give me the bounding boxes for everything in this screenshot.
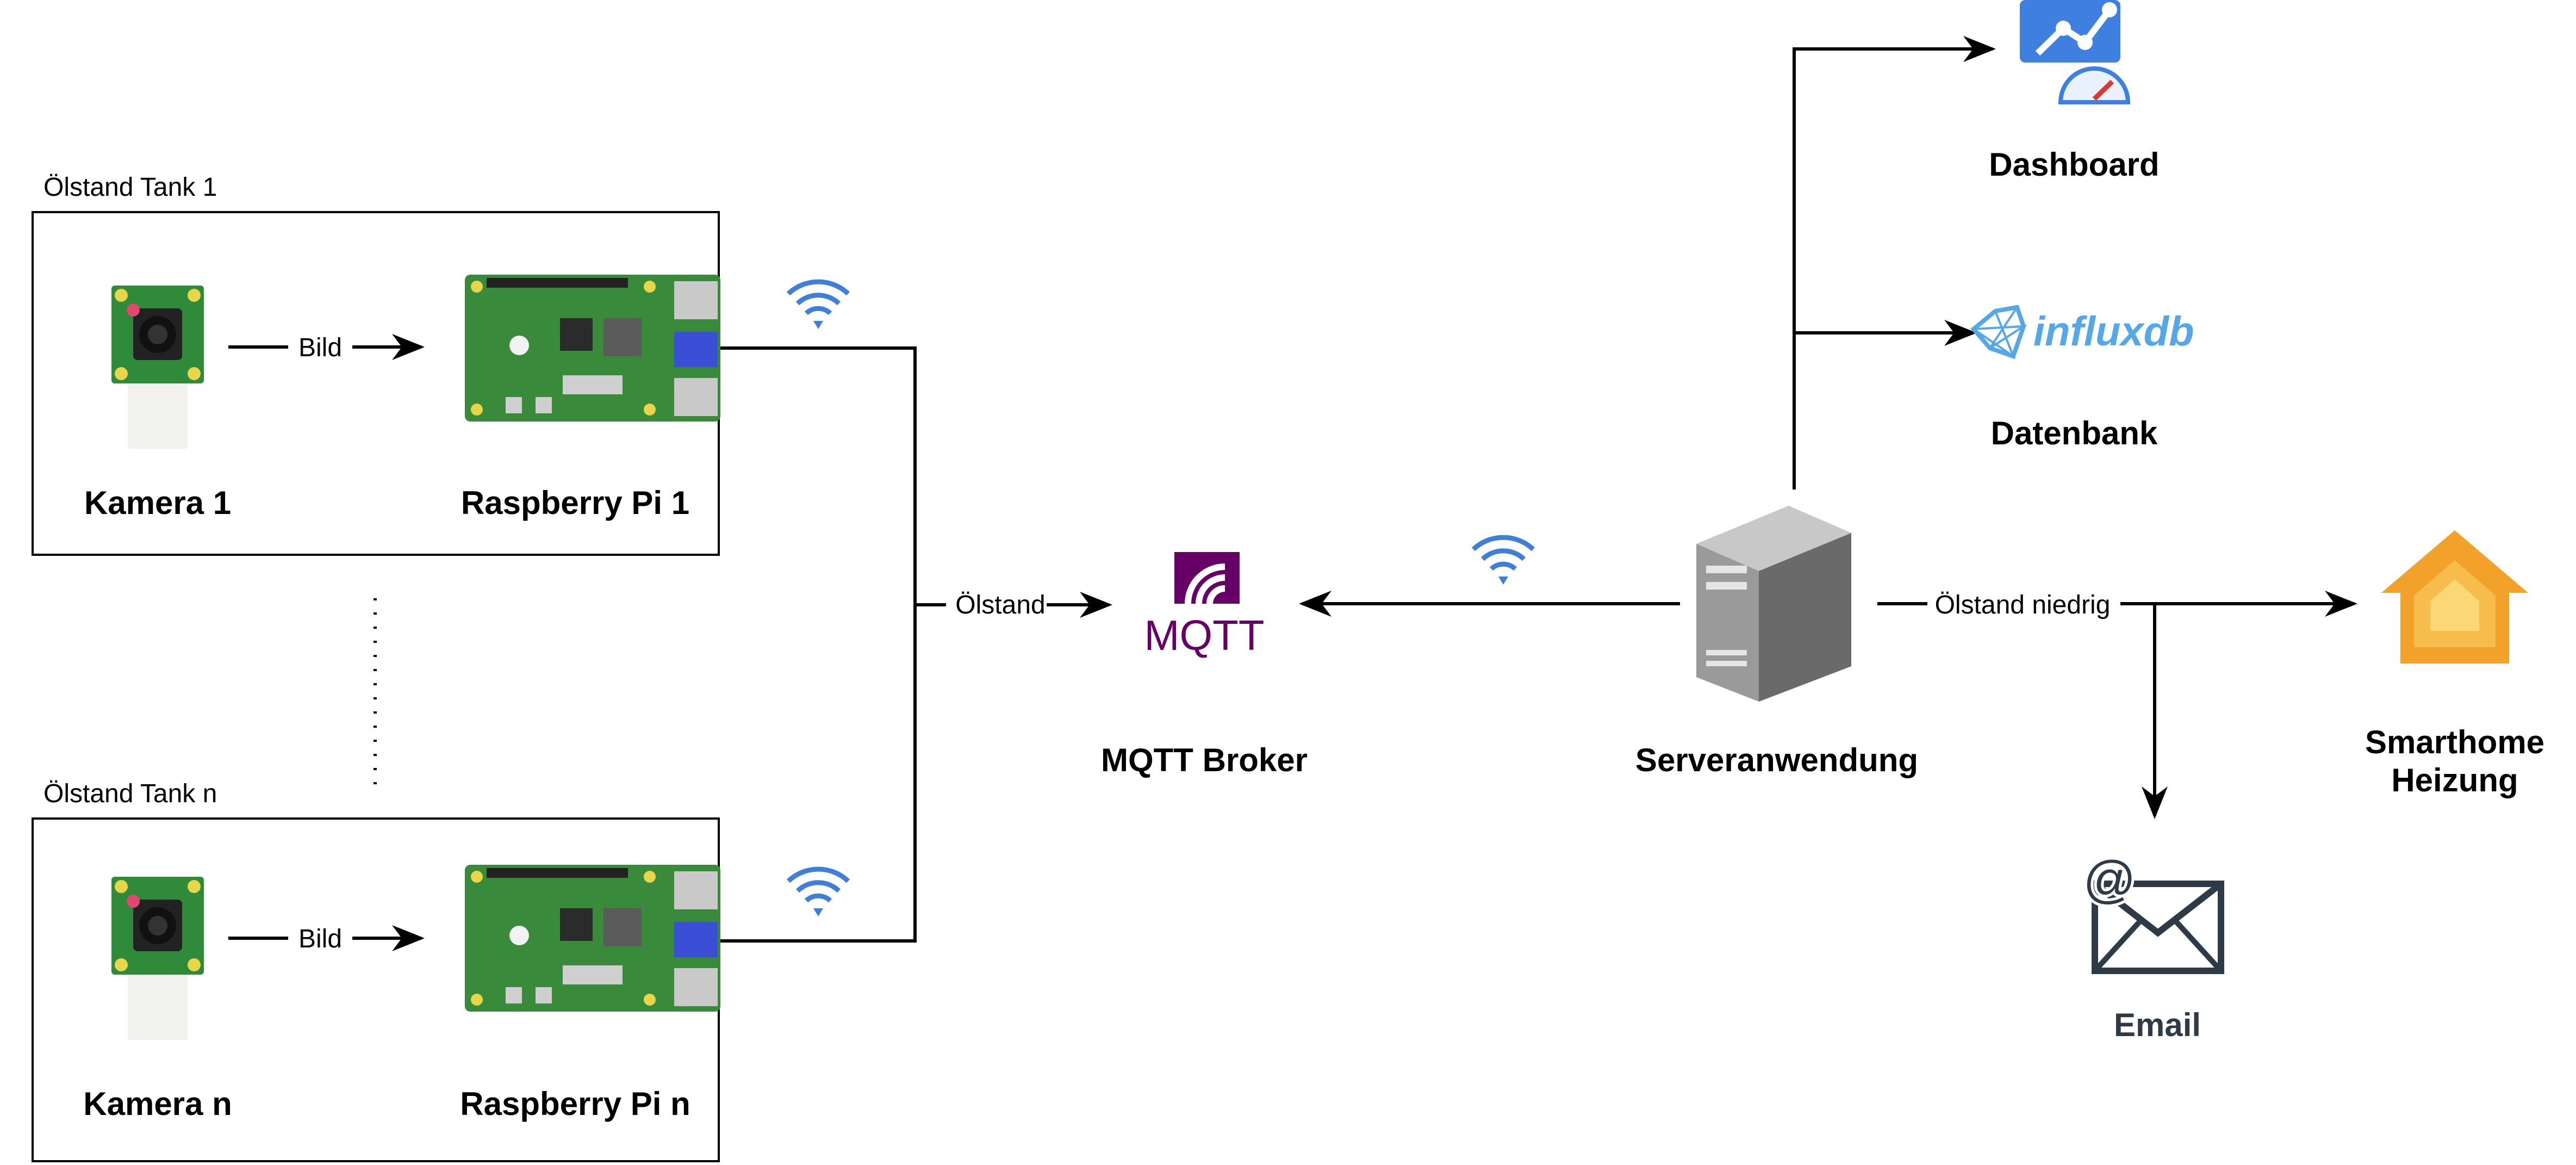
edge-bild-1-label: Bild	[298, 333, 342, 362]
dashboard-icon	[2020, 0, 2131, 104]
wifi-icon	[788, 869, 848, 916]
raspberry-pi-1-icon	[465, 275, 720, 422]
camera-1-label: Kamera 1	[84, 485, 231, 521]
dashboard-label: Dashboard	[1989, 146, 2159, 183]
smarthome-label-line-1: Smarthome	[2365, 724, 2544, 760]
raspberry-pi-1-label: Raspberry Pi 1	[461, 485, 689, 521]
tank-n-group-title: Ölstand Tank n	[43, 779, 217, 808]
camera-1-icon	[111, 286, 204, 449]
tank-1-group-title: Ölstand Tank 1	[43, 173, 217, 202]
server-icon	[1696, 506, 1851, 702]
smarthome-label-line-2: Heizung	[2391, 762, 2518, 798]
edge-bild-n-label: Bild	[298, 925, 342, 953]
email-icon: @	[2080, 848, 2224, 974]
mqtt-broker-label: MQTT Broker	[1101, 742, 1308, 778]
mqtt-logo-text: MQTT	[1144, 611, 1265, 659]
edge-server-to-dashboard	[1793, 36, 1996, 489]
influxdb-logo-text: influxdb	[2033, 308, 2194, 355]
wifi-icon	[788, 282, 848, 329]
raspberry-pi-n-icon	[465, 865, 720, 1012]
server-label: Serveranwendung	[1635, 742, 1918, 778]
wifi-icon	[1473, 537, 1533, 585]
edge-olstand-niedrig-label: Ölstand niedrig	[1935, 591, 2111, 619]
influxdb-logo-icon	[1970, 305, 2028, 360]
camera-n-icon	[111, 877, 204, 1040]
home-icon	[2381, 530, 2528, 664]
raspberry-pi-n-label: Raspberry Pi n	[460, 1086, 690, 1122]
camera-n-label: Kamera n	[83, 1086, 232, 1122]
pi-to-broker-bus	[720, 346, 917, 943]
edge-olstand-label: Ölstand	[955, 591, 1045, 619]
email-label: Email	[2114, 1007, 2201, 1043]
mqtt-logo-icon	[1174, 552, 1240, 604]
svg-text:@: @	[2083, 851, 2136, 909]
database-label: Datenbank	[1991, 415, 2158, 451]
